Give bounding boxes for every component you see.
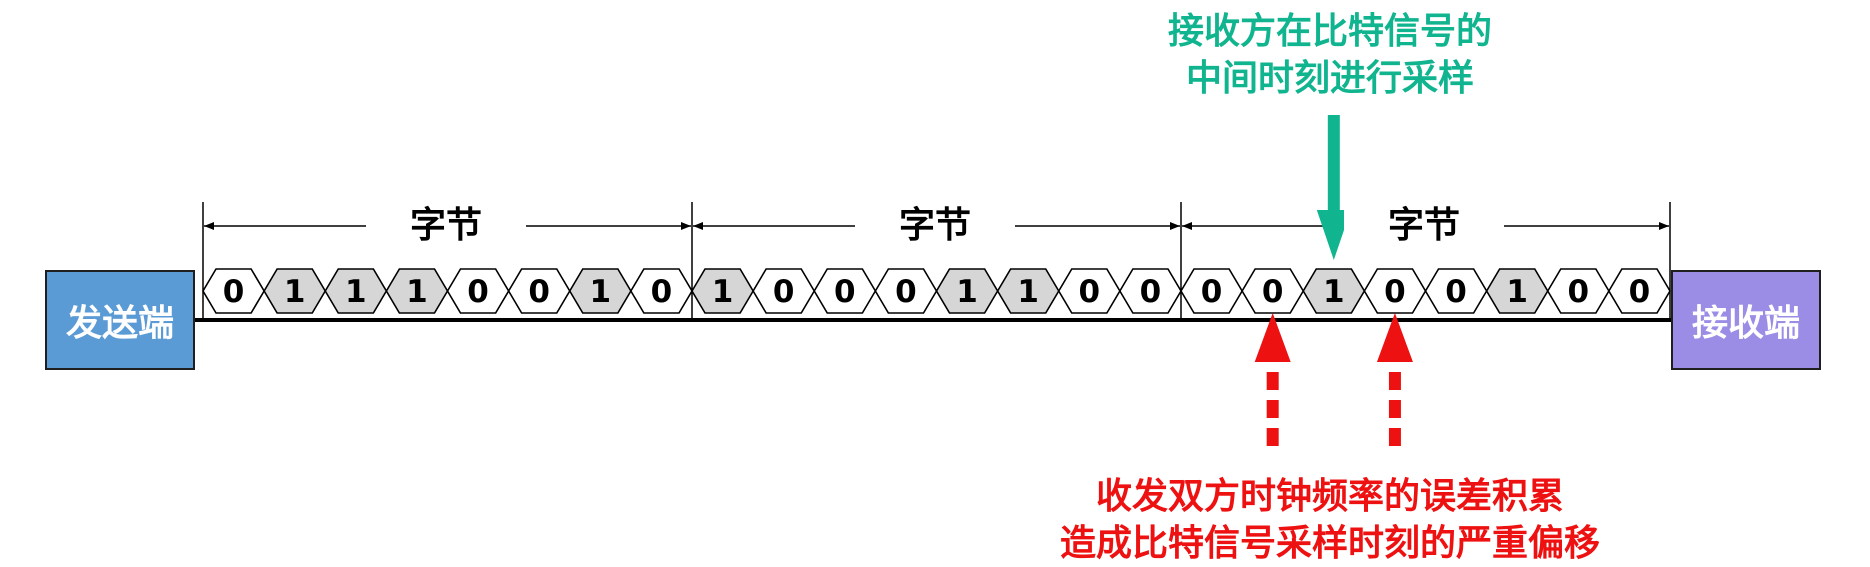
drift-arrow-head (1254, 313, 1291, 362)
bit-value: 1 (1323, 274, 1345, 310)
bit-value: 1 (284, 274, 306, 310)
bit-value: 0 (1568, 274, 1590, 310)
bit-stream: 0 1 1 1 0 0 1 0 1 0 0 0 1 1 0 0 0 0 1 0 0 1 0 0 (202, 268, 1671, 314)
drift-arrow-dash (1388, 428, 1401, 446)
bit-cell-0 (1607, 268, 1671, 314)
bit-value: 1 (345, 274, 367, 310)
bit-value: 0 (528, 274, 550, 310)
drift-arrow-dash (1388, 372, 1401, 390)
bit-value: 1 (590, 274, 612, 310)
bit-value: 0 (834, 274, 856, 310)
drift-arrow-head (1376, 313, 1413, 362)
drift-arrow-dash (1266, 400, 1279, 418)
bit-value: 0 (467, 274, 489, 310)
bit-value: 0 (223, 274, 245, 310)
drift-arrow-dash (1266, 372, 1279, 390)
sender-label: 发送端 (65, 303, 174, 344)
receiver-box: 接收端 (1671, 270, 1821, 370)
drift-note-line-1: 收发双方时钟频率的误差积累 (1095, 476, 1564, 517)
bit-value: 0 (1079, 274, 1101, 310)
arrow-layer (1254, 115, 1413, 446)
bit-value: 0 (1629, 274, 1651, 310)
sender-box: 发送端 (45, 270, 195, 370)
bit-value: 0 (1445, 274, 1467, 310)
sampling-note-line-1: 接收方在比特信号的 (1167, 11, 1492, 52)
bit-value: 1 (1017, 274, 1039, 310)
sampling-arrow-head (1316, 210, 1351, 260)
bit-value: 0 (651, 274, 673, 310)
bit-value: 1 (1506, 274, 1528, 310)
byte-label-2: 字节 (855, 204, 1015, 248)
bit-value: 0 (895, 274, 917, 310)
drift-arrow-dash (1388, 400, 1401, 418)
bit-value: 0 (1262, 274, 1284, 310)
bit-value: 0 (1140, 274, 1162, 310)
byte-label-1: 字节 (366, 204, 526, 248)
byte-label-3: 字节 (1344, 204, 1504, 248)
sampling-note: 接收方在比特信号的 中间时刻进行采样 (1130, 8, 1530, 102)
bit-value: 0 (1384, 274, 1406, 310)
sampling-note-line-2: 中间时刻进行采样 (1185, 58, 1474, 99)
bit-value: 0 (773, 274, 795, 310)
drift-arrow-dash (1266, 428, 1279, 446)
drift-note-line-2: 造成比特信号采样时刻的严重偏移 (1059, 523, 1600, 564)
drift-note: 收发双方时钟频率的误差积累 造成比特信号采样时刻的严重偏移 (1010, 473, 1650, 567)
receiver-label: 接收端 (1691, 303, 1800, 344)
bit-value: 1 (956, 274, 978, 310)
bit-value: 1 (712, 274, 734, 310)
bit-value: 1 (406, 274, 428, 310)
sampling-arrow-shaft (1327, 115, 1340, 213)
bit-value: 0 (1201, 274, 1223, 310)
